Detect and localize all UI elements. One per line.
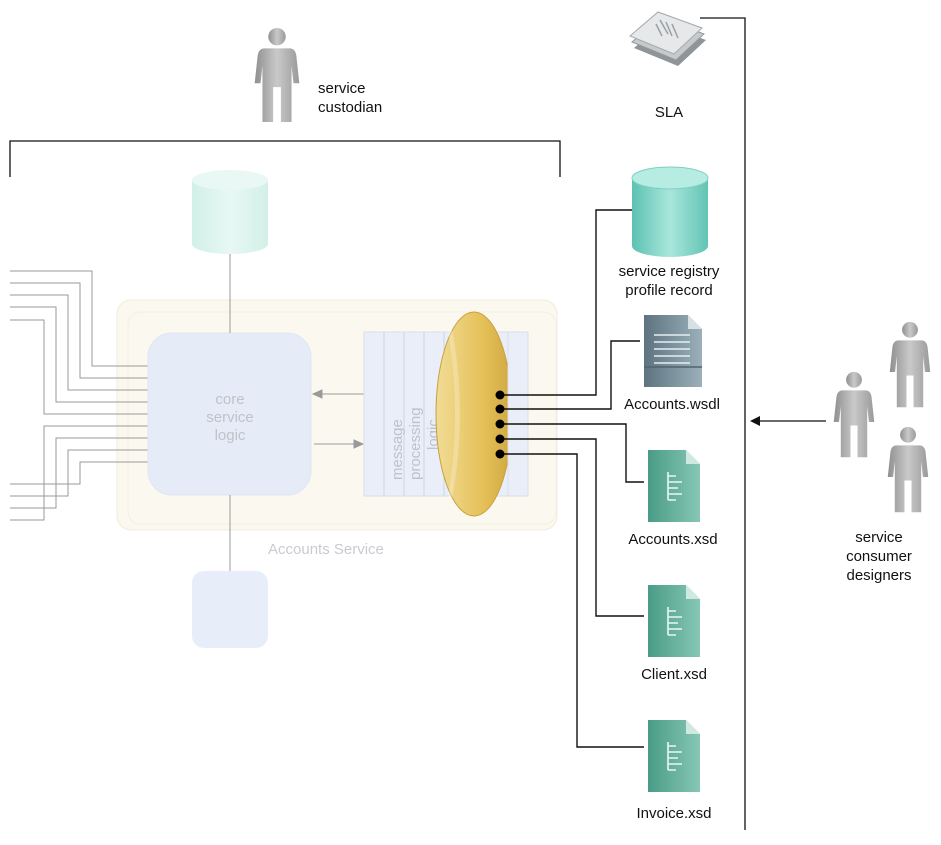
mpl-label-1: message (389, 419, 406, 480)
invoice-xsd-icon (648, 720, 700, 792)
wsdl-document-icon (644, 315, 702, 387)
accounts-service-label: Accounts Service (268, 541, 384, 558)
consumer-person-icon (833, 371, 875, 458)
custodian-person-icon (254, 27, 300, 123)
sla-document-icon (629, 11, 706, 66)
custodian-label-1: service (318, 80, 366, 97)
service-endpoint-icon (435, 311, 529, 517)
core-label-3: logic (215, 427, 246, 444)
client-xsd-label: Client.xsd (641, 666, 707, 683)
consumer-label-1: service (855, 529, 903, 546)
core-label-2: service (206, 409, 254, 426)
accounts-wsdl-label: Accounts.wsdl (624, 396, 720, 413)
consumer-person-icon (889, 321, 931, 408)
custodian-label-2: custodian (318, 99, 383, 116)
consumer-label-3: designers (846, 567, 912, 584)
core-database-icon (192, 170, 268, 254)
consumer-person-icon (887, 426, 929, 513)
mpl-label-2: processing (407, 407, 424, 480)
accounts-xsd-label: Accounts.xsd (628, 531, 718, 548)
registry-label-1: service registry (618, 263, 720, 280)
client-xsd-icon (648, 585, 700, 657)
registry-database-icon (631, 166, 709, 257)
accounts-xsd-icon (648, 450, 700, 522)
internal-arrows (311, 389, 366, 449)
sla-label: SLA (654, 104, 684, 121)
core-label-1: core (215, 391, 244, 408)
registry-label-2: profile record (625, 282, 713, 299)
endpoint-ports (495, 390, 505, 459)
left-connector-lines (10, 270, 150, 521)
custodian-bracket (9, 140, 561, 177)
consumer-label-2: consumer (846, 548, 912, 565)
contract-lines (500, 209, 644, 748)
core-bottom-block (192, 571, 268, 648)
invoice-xsd-label: Invoice.xsd (636, 805, 712, 822)
consumer-boundary-line (700, 17, 746, 830)
